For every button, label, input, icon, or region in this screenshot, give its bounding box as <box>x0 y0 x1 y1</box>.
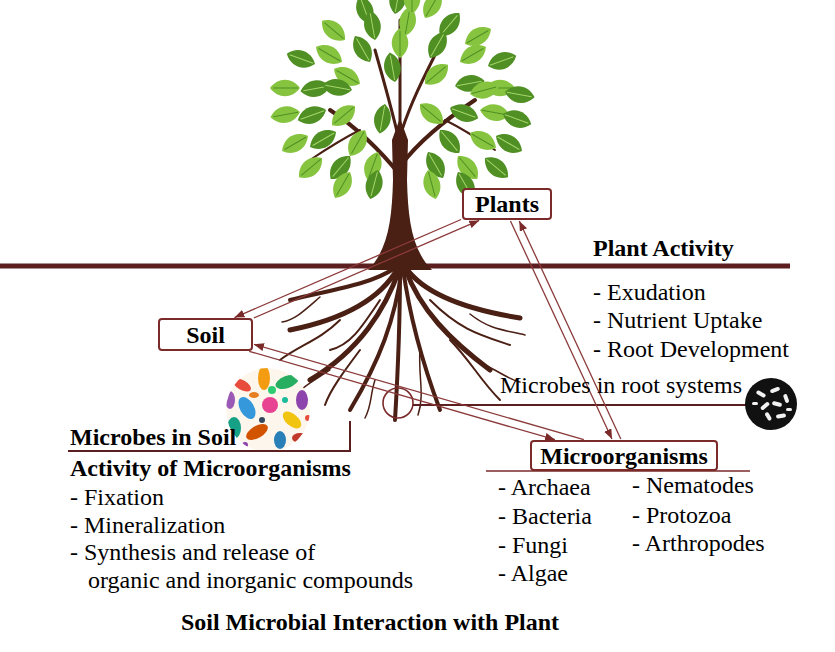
labeled-box: Microorganisms <box>530 440 718 471</box>
soil-microbe-icon <box>225 366 311 452</box>
tree-crown <box>269 0 536 202</box>
list-item: - Root Development <box>593 335 789 363</box>
list-item: - Fixation <box>70 483 164 511</box>
list-item: - Exudation <box>593 278 706 306</box>
list-item: - Arthropodes <box>632 529 765 557</box>
list-item: - Nematodes <box>632 471 754 499</box>
root-microbe-icon <box>745 378 797 430</box>
list-item: Microbes in root systems <box>500 371 742 399</box>
labeled-box: Soil <box>158 318 253 351</box>
arrow-connector <box>234 220 461 318</box>
section-heading: Activity of Microorganisms <box>70 454 351 482</box>
list-item: - Archaea <box>498 473 591 501</box>
section-heading: Microbes in Soil <box>70 423 236 451</box>
list-item: - Nutrient Uptake <box>593 306 762 334</box>
bracket-line <box>68 421 350 451</box>
list-item: - Algae <box>498 559 568 587</box>
root-zoom-circle <box>383 388 413 418</box>
list-item: - Mineralization <box>70 511 225 539</box>
box-label: Microorganisms <box>540 443 708 469</box>
leader-line <box>413 404 746 406</box>
list-item: - Bacteria <box>498 502 592 530</box>
figure-caption: Soil Microbial Interaction with Plant <box>120 608 620 636</box>
roots <box>280 268 525 420</box>
labeled-box: Plants <box>462 188 552 220</box>
list-item: - Fungi <box>498 531 568 559</box>
list-item: - Synthesis and release of organic and i… <box>70 538 428 594</box>
section-heading: Plant Activity <box>593 234 734 262</box>
arrow-connector <box>254 220 479 318</box>
box-label: Plants <box>475 191 539 217</box>
box-label: Soil <box>186 322 225 348</box>
list-item: - Protozoa <box>632 501 731 529</box>
